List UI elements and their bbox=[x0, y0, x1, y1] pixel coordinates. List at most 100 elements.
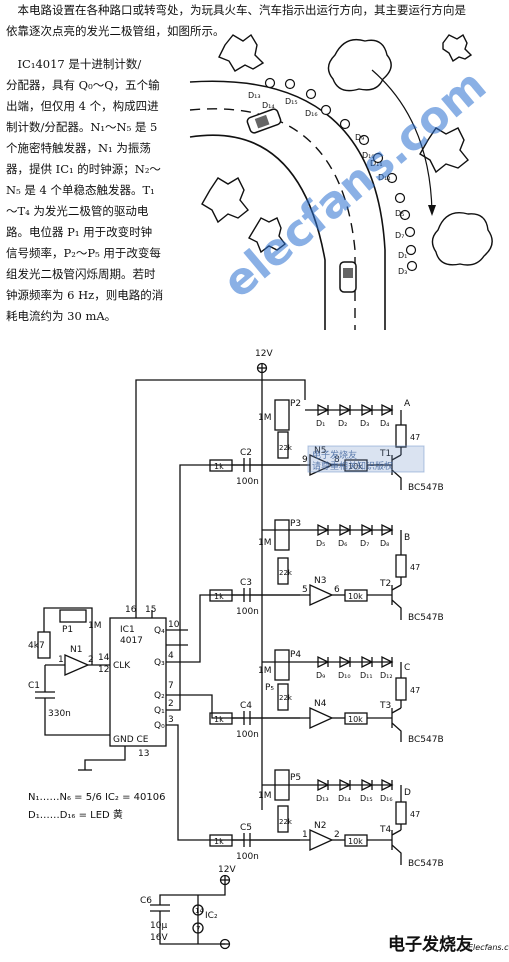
led-string bbox=[317, 778, 394, 792]
led-icon bbox=[284, 78, 296, 90]
rc-label: 47 bbox=[410, 810, 420, 819]
led-icon bbox=[399, 209, 411, 221]
n1-inverter-icon bbox=[64, 654, 90, 676]
body-line: 信号频率，P₂～P₅ 用于改变每 bbox=[6, 246, 161, 260]
pin-14-marker bbox=[192, 904, 204, 916]
inverter-label: N2 bbox=[314, 821, 326, 831]
body-line: 出端，但仅用 4 个，构成四进 bbox=[6, 99, 159, 113]
n3-inverter-icon bbox=[309, 583, 334, 607]
legend-line: D₁……D₁₆ = LED 黄 bbox=[28, 808, 123, 821]
n4-inverter-icon bbox=[309, 706, 334, 730]
p1-value: 1M bbox=[88, 621, 102, 631]
description-paragraph: IC₁4017 是十进制计数/ 分配器，具有 Q₀～Q，五个输 出端，但仅用 4… bbox=[6, 54, 186, 327]
led-label: D₇ bbox=[360, 539, 369, 548]
led-label: D₁₀ bbox=[362, 151, 375, 160]
transistor-label: T4 bbox=[379, 825, 391, 835]
led-icon bbox=[394, 192, 406, 204]
p1-potentiometer bbox=[59, 609, 87, 623]
ic1-pin: 2 bbox=[168, 699, 174, 709]
led-label: D₁₅ bbox=[360, 794, 373, 803]
ic1-output: Q₄ bbox=[154, 626, 165, 636]
ic1-pin: 14 bbox=[98, 653, 110, 663]
body-line: 制计数/分配器。N₁～N₅ 是 5 bbox=[6, 120, 158, 134]
ic1-output: Q₀ bbox=[154, 721, 165, 731]
ic1-pin: 7 bbox=[168, 681, 174, 691]
supply-terminal-icon bbox=[256, 362, 268, 374]
led-label: D₁₀ bbox=[338, 671, 351, 680]
intro-line: 依靠逐次点亮的发光二极管组，如图所示。 bbox=[6, 24, 225, 38]
ic2-label: IC₂ bbox=[205, 911, 218, 921]
group-tag: D bbox=[404, 788, 411, 798]
tree-icon bbox=[442, 33, 473, 63]
pot-label: P3 bbox=[290, 519, 301, 529]
led-label: D₁₁ bbox=[360, 671, 373, 680]
footer-logo: 电子发烧友 Elecfans.com bbox=[388, 934, 509, 955]
tree-icon bbox=[327, 38, 392, 92]
led-icon bbox=[305, 88, 317, 100]
body-line: 耗电流约为 30 mA。 bbox=[6, 309, 117, 323]
ic1-pin: 4 bbox=[168, 651, 174, 661]
c6-value: 10μ bbox=[150, 921, 167, 931]
r-47-resistor bbox=[395, 677, 407, 701]
stage-b bbox=[209, 519, 407, 620]
rc-label: 47 bbox=[410, 563, 420, 572]
led-label: D₁₄ bbox=[338, 794, 351, 803]
r-22k-label: 22k bbox=[279, 569, 293, 577]
tree-icon bbox=[201, 177, 249, 224]
ic1-4017-chip bbox=[109, 617, 167, 747]
ic2-pin: 7 bbox=[196, 925, 200, 933]
direction-arrow bbox=[371, 69, 433, 213]
n2-inverter-icon bbox=[309, 828, 334, 852]
legend-line: N₁……N₆ = 5/6 IC₂ = 40106 bbox=[28, 792, 165, 803]
led-icon bbox=[358, 134, 370, 146]
inverter-label: N4 bbox=[314, 699, 327, 709]
c6-label: C6 bbox=[140, 896, 152, 906]
led-string bbox=[317, 403, 394, 417]
pin-7-marker bbox=[192, 922, 204, 934]
stamp-line: 电子发烧友 bbox=[312, 449, 357, 461]
ground-terminal-icon bbox=[219, 938, 231, 950]
cap-value: 100n bbox=[236, 607, 259, 617]
led-label: D₁₃ bbox=[248, 91, 261, 100]
road-inner-edge bbox=[189, 134, 326, 330]
osc-pin: 12 bbox=[98, 665, 109, 675]
group-tag: B bbox=[404, 533, 410, 543]
r-22k-label: 22k bbox=[279, 694, 293, 702]
pin-label: 1 bbox=[302, 830, 308, 840]
ic1-gnd-ce-label: GND CE bbox=[113, 735, 149, 745]
led-label: D₇ bbox=[395, 231, 404, 240]
body-line: 个施密特触发器，N₁ 为振荡 bbox=[6, 141, 151, 155]
r-label: 4k7 bbox=[28, 641, 45, 651]
n1-label: N1 bbox=[70, 645, 82, 655]
tree-icon bbox=[218, 33, 265, 72]
ic1-name: IC1 bbox=[120, 625, 135, 635]
intro-line: 本电路设置在各种路口或转弯处，为玩具火车、汽车指示出运行方向，其主要运行方向是 bbox=[6, 3, 466, 17]
circuit-schematic: 12V IC1 4017 CLK GND CE 16 15 10 4 7 2 3… bbox=[28, 349, 509, 955]
pin-label: 2 bbox=[334, 830, 340, 840]
transistor-part: BC547B bbox=[408, 613, 444, 623]
pot-label: P5 bbox=[290, 773, 301, 783]
transistor-label: T3 bbox=[379, 701, 391, 711]
rc-label: 47 bbox=[410, 686, 420, 695]
tree-icon bbox=[248, 217, 286, 254]
led-label: D₁₃ bbox=[316, 794, 329, 803]
led-string bbox=[317, 523, 394, 537]
r-base-label: 10k bbox=[348, 462, 363, 471]
supply2-label: 12V bbox=[218, 865, 236, 875]
led-label: D₁ bbox=[398, 251, 407, 260]
body-line: 路。电位器 P₁ 用于改变时钟 bbox=[6, 225, 153, 239]
c1-label: C1 bbox=[28, 681, 40, 691]
led-label: D₉ bbox=[316, 671, 325, 680]
c6-voltage: 16V bbox=[150, 933, 168, 943]
body-line: 分配器，具有 Q₀～Q，五个输 bbox=[6, 78, 160, 92]
r-in-label: 1k bbox=[214, 837, 224, 846]
osc-pin: 2 bbox=[88, 655, 94, 665]
road-outer-edge bbox=[189, 80, 386, 330]
pin-label: 9 bbox=[302, 455, 308, 465]
led-icon bbox=[264, 77, 276, 89]
led-label: D₁₆ bbox=[305, 109, 318, 118]
tree-icon bbox=[419, 127, 469, 174]
led-icon bbox=[406, 260, 418, 272]
stage-c bbox=[209, 649, 407, 742]
ic1-pin: 13 bbox=[138, 749, 149, 759]
